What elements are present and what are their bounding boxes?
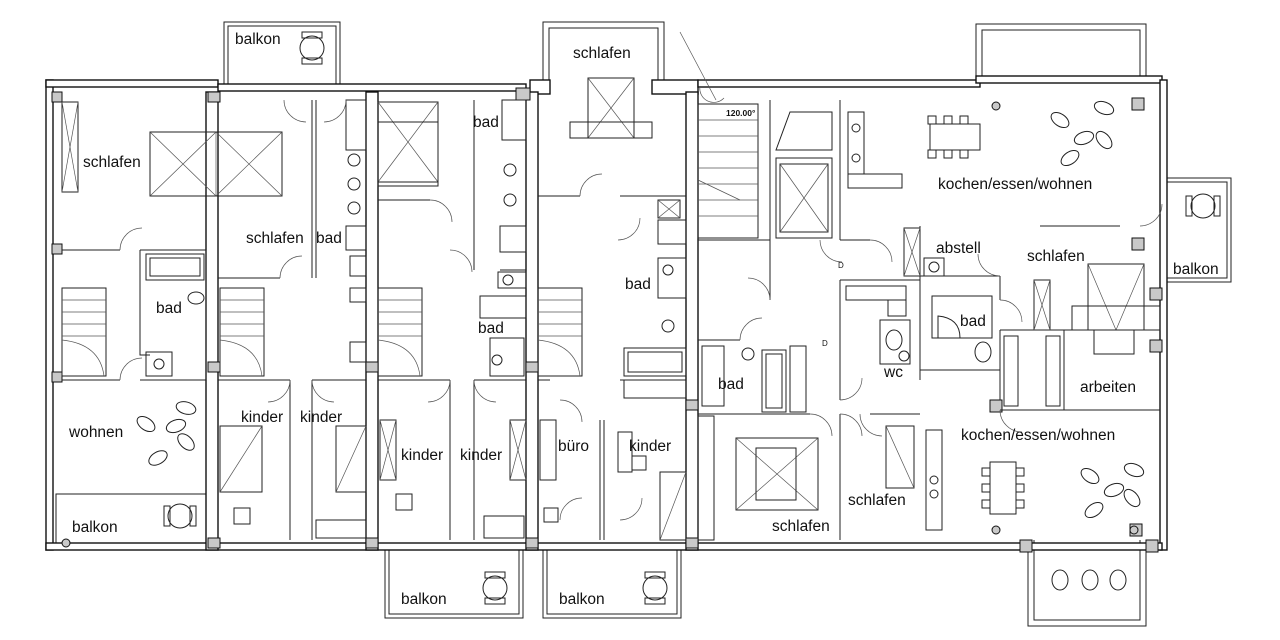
door-mark: D (838, 261, 844, 270)
angle-marker: 120.00° (679, 31, 756, 118)
room-label-balkon: balkon (401, 591, 447, 608)
room-label-arbeiten: arbeiten (1080, 379, 1136, 396)
room-label-schlafen: schlafen (1027, 248, 1085, 265)
wall-pillars (51, 87, 1163, 553)
room-label-wohnen: wohnen (68, 424, 123, 441)
room-label-abstell: abstell (936, 240, 981, 257)
room-label-balkon: balkon (235, 31, 281, 48)
exterior-walls (45, 75, 1168, 551)
room-label-bad: bad (316, 230, 342, 247)
lounge-seating (136, 100, 1145, 591)
room-label-bad: bad (718, 376, 744, 393)
room-label-kinder: kinder (241, 409, 283, 426)
furniture (163, 31, 1221, 605)
room-label-kinder: kinder (629, 438, 671, 455)
door-swings (119, 99, 1163, 521)
fixtures (145, 99, 993, 531)
room-label-wc: wc (883, 364, 903, 381)
stairs (61, 103, 759, 377)
room-label-schlafen: schlafen (772, 518, 830, 535)
room-label-schlafen: schlafen (83, 154, 141, 171)
room-label-kochen-essen-wohnen: kochen/essen/wohnen (938, 176, 1092, 193)
room-label-schlafen: schlafen (573, 45, 631, 62)
room-label-balkon: balkon (559, 591, 605, 608)
room-label-buero: büro (558, 438, 589, 455)
door-mark: D (822, 339, 828, 348)
room-label-bad: bad (625, 276, 651, 293)
room-label-kinder: kinder (300, 409, 342, 426)
room-label-bad: bad (960, 313, 986, 330)
room-label-kochen-essen-wohnen: kochen/essen/wohnen (961, 427, 1115, 444)
room-label-kinder: kinder (460, 447, 502, 464)
markers: D D (61, 101, 1139, 548)
room-label-balkon: balkon (1173, 261, 1219, 278)
room-labels: balkon schlafen schlafen schlafen bad ba… (68, 31, 1219, 608)
room-label-bad: bad (478, 320, 504, 337)
interior-walls (62, 100, 1160, 540)
room-label-schlafen: schlafen (246, 230, 304, 247)
angle-label: 120.00° (726, 108, 756, 118)
elevator (775, 111, 833, 239)
room-label-schlafen: schlafen (848, 492, 906, 509)
balconies (55, 21, 1232, 627)
room-label-kinder: kinder (401, 447, 443, 464)
room-label-bad: bad (473, 114, 499, 131)
room-label-bad: bad (156, 300, 182, 317)
room-label-balkon: balkon (72, 519, 118, 536)
beds (149, 77, 1161, 541)
